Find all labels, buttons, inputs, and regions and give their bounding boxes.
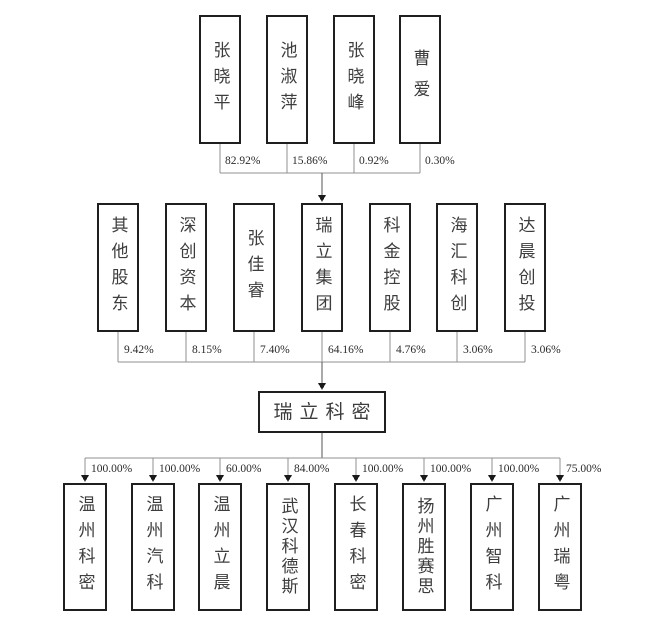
entity-name: 温州汽科	[143, 495, 163, 599]
shareholder-box: 达晨创投	[504, 203, 546, 332]
subsidiary-box: 温州汽科	[131, 483, 175, 611]
shareholder-box: 海汇科创	[436, 203, 478, 332]
ownership-percent: 100.00%	[362, 463, 404, 475]
ownership-percent: 0.92%	[359, 155, 389, 167]
subsidiary-box: 温州科密	[63, 483, 107, 611]
entity-name: 广州智科	[482, 495, 502, 599]
arrow-head-icon	[81, 475, 89, 482]
arrow-head-icon	[149, 475, 157, 482]
ownership-percent: 0.30%	[425, 155, 455, 167]
owner-box: 张晓平	[199, 15, 241, 144]
ownership-percent: 60.00%	[226, 463, 262, 475]
entity-name: 张晓峰	[344, 40, 364, 119]
ownership-percent: 3.06%	[531, 344, 561, 356]
entity-name: 达晨创投	[515, 215, 535, 320]
arrow-head-icon	[420, 475, 428, 482]
entity-name: 海汇科创	[447, 215, 467, 320]
arrow-head-icon	[318, 383, 326, 390]
entity-name: 池淑萍	[277, 40, 297, 119]
arrow-head-icon	[284, 475, 292, 482]
entity-name: 扬州胜赛思	[414, 497, 434, 597]
ownership-percent: 100.00%	[498, 463, 540, 475]
entity-name: 温州立晨	[210, 495, 230, 599]
shareholder-box: 科金控股	[369, 203, 411, 332]
ownership-percent: 4.76%	[396, 344, 426, 356]
shareholder-box: 瑞立集团	[301, 203, 343, 332]
ownership-percent: 8.15%	[192, 344, 222, 356]
subsidiary-box: 广州瑞粤	[538, 483, 582, 611]
shareholder-box: 其他股东	[97, 203, 139, 332]
entity-name: 深创资本	[176, 215, 196, 320]
ownership-percent: 100.00%	[91, 463, 133, 475]
arrow-head-icon	[352, 475, 360, 482]
entity-name: 广州瑞粤	[550, 495, 570, 599]
entity-name: 科金控股	[380, 215, 400, 320]
subsidiary-box: 扬州胜赛思	[402, 483, 446, 611]
subsidiary-box: 广州智科	[470, 483, 514, 611]
ownership-percent: 9.42%	[124, 344, 154, 356]
entity-name: 其他股东	[108, 215, 128, 320]
ownership-percent: 75.00%	[566, 463, 602, 475]
arrow-head-icon	[488, 475, 496, 482]
entity-name: 长春科密	[346, 495, 366, 599]
company-name: 瑞立科密	[273, 401, 378, 423]
ownership-percent: 15.86%	[292, 155, 328, 167]
ownership-percent: 82.92%	[225, 155, 261, 167]
entity-name: 瑞立集团	[312, 215, 332, 320]
shareholder-box: 深创资本	[165, 203, 207, 332]
owner-box: 曹爱	[399, 15, 441, 144]
owner-box: 张晓峰	[333, 15, 375, 144]
ownership-percent: 100.00%	[430, 463, 472, 475]
subsidiary-box: 长春科密	[334, 483, 378, 611]
entity-name: 武汉科德斯	[278, 497, 298, 597]
subsidiary-box: 武汉科德斯	[266, 483, 310, 611]
entity-name: 曹爱	[410, 48, 430, 111]
ownership-percent: 3.06%	[463, 344, 493, 356]
company-box: 瑞立科密	[258, 391, 386, 433]
shareholder-box: 张佳睿	[233, 203, 275, 332]
entity-name: 温州科密	[75, 495, 95, 599]
owner-box: 池淑萍	[266, 15, 308, 144]
ownership-percent: 100.00%	[159, 463, 201, 475]
ownership-percent: 7.40%	[260, 344, 290, 356]
entity-name: 张晓平	[210, 40, 230, 119]
ownership-percent: 64.16%	[328, 344, 364, 356]
ownership-percent: 84.00%	[294, 463, 330, 475]
arrow-head-icon	[556, 475, 564, 482]
arrow-head-icon	[318, 195, 326, 202]
arrow-head-icon	[216, 475, 224, 482]
subsidiary-box: 温州立晨	[198, 483, 242, 611]
entity-name: 张佳睿	[244, 228, 264, 307]
